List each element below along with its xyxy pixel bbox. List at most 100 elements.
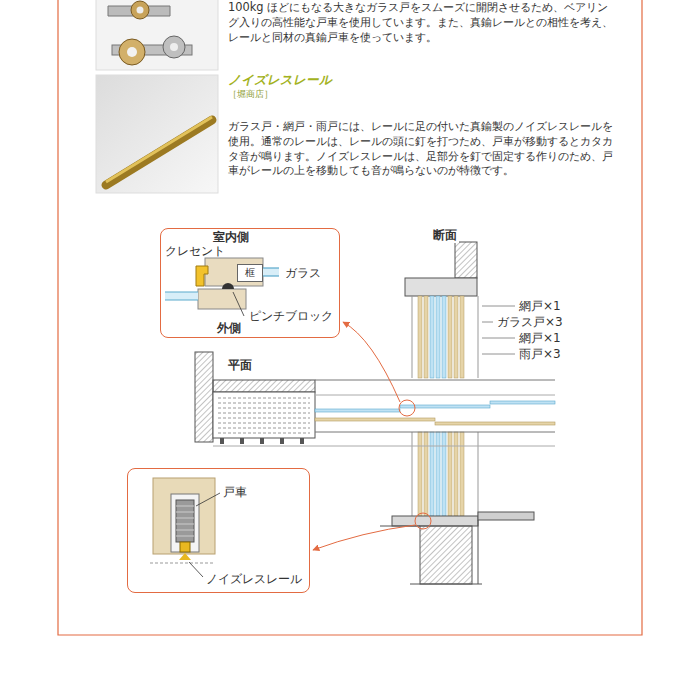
section-drawing <box>392 516 478 526</box>
part-label: 雨戸×3 <box>519 346 561 362</box>
magnifier-circle <box>399 400 415 416</box>
roller-photo <box>96 0 218 70</box>
part-label: ノイズレスレール <box>206 572 302 587</box>
plan-drawing <box>260 438 264 444</box>
plan-drawing <box>400 405 490 408</box>
section-drawing <box>405 278 477 296</box>
magnifier-circle <box>399 400 431 529</box>
detail-crescent <box>233 292 244 316</box>
part-label: クレセント <box>165 244 225 259</box>
section-drawing <box>478 520 479 584</box>
detail-roller <box>127 468 310 593</box>
detail-roller <box>189 562 203 577</box>
section-drawing <box>482 306 515 307</box>
plan-drawing <box>195 352 213 442</box>
view-label: 平面 <box>226 358 254 373</box>
section-drawing <box>454 296 458 378</box>
callout-arrow <box>313 322 415 550</box>
roller-photo <box>127 47 137 57</box>
detail-roller <box>176 524 194 525</box>
detail-crescent <box>263 268 279 276</box>
section-drawing <box>412 432 413 516</box>
section-drawing <box>418 432 422 516</box>
detail-crescent <box>198 289 246 309</box>
plan-drawing <box>218 398 310 399</box>
callout-arrow <box>313 525 415 550</box>
outer-frame <box>58 0 642 635</box>
plan-drawing <box>218 433 310 434</box>
section-drawing <box>412 296 413 378</box>
plan-drawing <box>220 438 224 444</box>
side-label: 室内側 <box>213 230 249 245</box>
section-drawing <box>482 322 493 323</box>
roller-photo <box>96 0 218 70</box>
detail-crescent <box>165 291 198 292</box>
rail-photo <box>106 117 212 182</box>
magnifier-circle <box>415 513 431 529</box>
detail-roller <box>150 563 215 564</box>
section-drawing <box>430 296 434 378</box>
section-drawing <box>478 296 479 378</box>
section-drawing <box>460 432 464 516</box>
detail-crescent <box>263 267 279 268</box>
plan-drawing <box>218 418 310 419</box>
section-drawing <box>460 296 464 378</box>
detail-roller <box>176 512 194 513</box>
section-drawing <box>436 432 440 516</box>
detail-roller <box>176 518 194 519</box>
section-drawing <box>448 432 452 516</box>
roller-photo <box>131 1 149 19</box>
section-drawing <box>424 296 428 378</box>
section-drawing <box>442 432 446 516</box>
rail-photo <box>96 75 218 193</box>
section-drawing <box>482 338 515 339</box>
roller-photo <box>170 43 178 51</box>
plan-drawing <box>315 409 400 412</box>
body-text: ガラス戸・網戸・雨戸には、レールに足の付いた真鍮製のノイズレスレールを使用。通常… <box>228 119 613 178</box>
frame-tag: 框 <box>237 264 263 282</box>
detail-roller <box>176 530 194 531</box>
section-drawing <box>430 432 434 516</box>
plan-drawing <box>240 438 244 444</box>
plan-drawing <box>195 352 555 446</box>
callout-box: 室内側クレセントガラスピンチブロック外側框 <box>160 228 340 338</box>
roller-photo <box>119 39 145 65</box>
part-label: 網戸×1 <box>519 330 561 346</box>
section-drawing <box>478 432 479 516</box>
part-label: ガラス戸×3 <box>497 314 563 330</box>
part-label: 框 <box>238 265 262 280</box>
outer-frame <box>58 0 642 635</box>
detail-roller <box>176 506 194 507</box>
plan-drawing <box>218 408 310 409</box>
plan-drawing <box>435 422 555 425</box>
plan-drawing <box>300 438 304 444</box>
plan-drawing <box>280 438 284 444</box>
detail-roller <box>176 536 194 537</box>
section-drawing <box>380 242 534 584</box>
section-drawing <box>478 512 534 520</box>
detail-crescent <box>160 228 340 338</box>
section-drawing <box>380 526 420 527</box>
section-drawing <box>455 242 477 278</box>
detail-crescent <box>196 266 208 286</box>
section-heading: ノイズレスレール <box>228 72 332 88</box>
section-drawing <box>420 526 472 584</box>
plan-drawing <box>213 446 555 447</box>
callout-box: 戸車ノイズレスレール <box>127 468 310 593</box>
detail-roller <box>176 500 194 542</box>
detail-crescent <box>263 275 279 276</box>
view-label: 断面 <box>431 228 459 243</box>
part-label: 戸車 <box>223 485 247 500</box>
detail-crescent <box>165 299 198 300</box>
plan-drawing <box>218 413 310 414</box>
plan-drawing <box>315 380 555 381</box>
detail-roller <box>127 468 310 593</box>
section-drawing <box>410 584 482 585</box>
detail-roller <box>171 494 199 552</box>
plan-drawing <box>218 428 310 429</box>
section-drawing <box>418 296 422 378</box>
plan-drawing <box>315 395 555 396</box>
roller-photo <box>163 36 185 58</box>
callout-arrow <box>343 322 400 402</box>
